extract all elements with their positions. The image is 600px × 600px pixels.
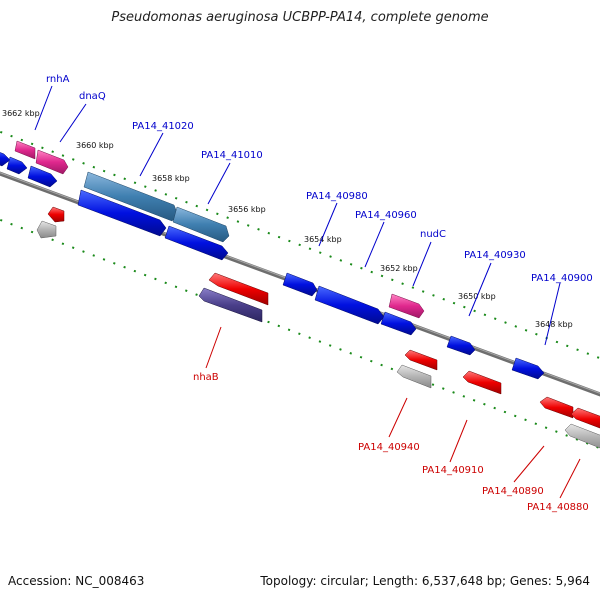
gene-label-PA14_41010[interactable]: PA14_41010	[201, 150, 263, 161]
leader-line-rnhA	[34, 85, 53, 131]
forward-gene-labels: rnhA dnaQ PA14_41020 PA14_41010 PA14_409…	[46, 74, 593, 284]
reverse-leader-lines	[205, 326, 581, 499]
gene-arrow-PA14_41010[interactable]	[172, 206, 230, 243]
gene-arrow-blue[interactable]	[380, 311, 417, 336]
gene-arrow-red[interactable]	[208, 272, 269, 306]
leader-line-PA14_41020	[139, 132, 164, 177]
gene-arrow-PA14_40940-a[interactable]	[404, 349, 438, 371]
leader-line-nudC	[412, 241, 432, 287]
gene-arrow-blue[interactable]	[6, 156, 28, 175]
reverse-gene-labels: nhaB PA14_40940 PA14_40910 PA14_40890 PA…	[193, 372, 589, 513]
gene-arrow-red[interactable]	[47, 206, 65, 223]
leader-line-PA14_40880	[559, 458, 581, 499]
gene-label-PA14_40960[interactable]: PA14_40960	[355, 210, 417, 221]
gene-label-PA14_40910[interactable]: PA14_40910	[422, 465, 484, 476]
forward-leader-lines	[34, 85, 561, 346]
gene-arrow-nudC[interactable]	[388, 293, 425, 319]
gene-arrow-blue-partial[interactable]	[0, 150, 11, 167]
gene-label-PA14_40890[interactable]: PA14_40890	[482, 486, 544, 497]
gene-label-PA14_40930[interactable]: PA14_40930	[464, 250, 526, 261]
scale-label-3660: 3660 kbp	[76, 141, 114, 150]
leader-line-nhaB	[205, 326, 222, 369]
map-title: Pseudomonas aeruginosa UCBPP-PA14, compl…	[111, 10, 489, 25]
gene-arrow-rnhA[interactable]	[14, 140, 36, 160]
gene-arrow-PA14_40980[interactable]	[282, 272, 318, 297]
gene-label-nudC[interactable]: nudC	[420, 229, 446, 240]
inner-scale-track	[0, 218, 600, 450]
outer-scale-track	[0, 130, 600, 360]
reverse-strand-genes	[36, 206, 600, 450]
gene-label-nhaB[interactable]: nhaB	[193, 372, 219, 383]
gene-arrow-red-partial[interactable]	[570, 407, 600, 430]
gene-arrow-nhaB[interactable]	[198, 287, 263, 323]
leader-line-PA14_40890	[513, 445, 545, 483]
leader-line-PA14_40980	[318, 202, 338, 247]
gene-label-dnaQ[interactable]: dnaQ	[79, 91, 106, 102]
gene-label-rnhA[interactable]: rnhA	[46, 74, 70, 85]
accession-label: Accession: NC_008463	[8, 574, 145, 588]
scale-label-3662: 3662 kbp	[2, 109, 40, 118]
gene-arrow-PA14_40890[interactable]	[539, 396, 574, 419]
leader-line-PA14_40940	[388, 397, 408, 438]
leader-line-PA14_40960	[364, 221, 385, 268]
gene-arrow-blue[interactable]	[77, 189, 167, 237]
gene-label-PA14_40980[interactable]: PA14_40980	[306, 191, 368, 202]
leader-line-PA14_40900	[544, 282, 561, 346]
gene-arrow-PA14_40910[interactable]	[462, 370, 502, 395]
gene-label-PA14_40880[interactable]: PA14_40880	[527, 502, 589, 513]
gene-arrow-PA14_40930[interactable]	[446, 335, 476, 356]
forward-strand-genes	[0, 140, 545, 380]
scale-label-3648: 3648 kbp	[535, 320, 573, 329]
gene-label-PA14_40940[interactable]: PA14_40940	[358, 442, 420, 453]
gene-arrow-PA14_40900[interactable]	[511, 357, 545, 380]
scale-label-3654: 3654 kbp	[304, 235, 342, 244]
gene-arrow-PA14_40960[interactable]	[314, 285, 385, 325]
gene-arrow-PA14_40880[interactable]	[564, 423, 600, 450]
scale-label-3656: 3656 kbp	[228, 205, 266, 214]
gene-arrow-dnaQ[interactable]	[35, 149, 69, 175]
leader-line-dnaQ	[59, 103, 87, 143]
gene-label-PA14_41020[interactable]: PA14_41020	[132, 121, 194, 132]
leader-line-PA14_41010	[207, 162, 231, 205]
gene-arrow-gray[interactable]	[36, 220, 57, 239]
gene-arrow-blue[interactable]	[164, 225, 229, 261]
genome-summary: Topology: circular; Length: 6,537,648 bp…	[260, 574, 590, 588]
leader-line-PA14_40930	[468, 262, 492, 317]
gene-label-PA14_40900[interactable]: PA14_40900	[531, 273, 593, 284]
leader-line-PA14_40910	[449, 419, 468, 463]
gene-arrow-PA14_40940-b[interactable]	[396, 364, 432, 389]
scale-label-3658: 3658 kbp	[152, 174, 190, 183]
scale-label-3652: 3652 kbp	[380, 264, 418, 273]
gene-arrow-blue[interactable]	[27, 165, 58, 188]
